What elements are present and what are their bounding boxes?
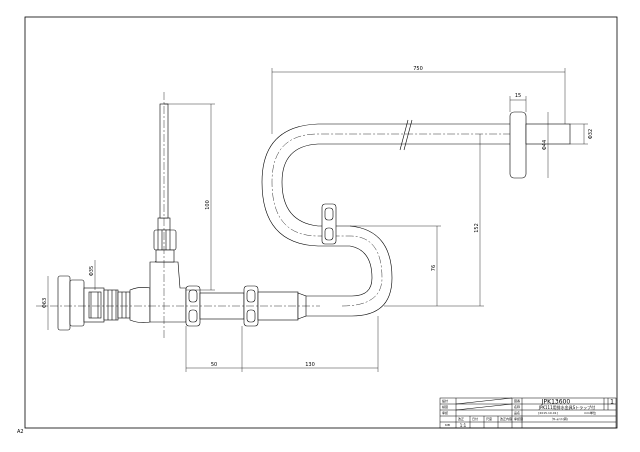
tb-label-unit: mm単位 — [584, 410, 596, 415]
dimension-lines — [47, 68, 588, 372]
dim-32: Φ32 — [588, 129, 594, 139]
tb-label-approve: 承認 — [442, 410, 448, 415]
tb-label-number: 図番 — [514, 398, 520, 403]
dim-750: 750 — [413, 66, 423, 72]
tb-sheet-number: 1 — [610, 399, 614, 406]
dim-76: 76 — [431, 265, 437, 271]
tb-label-date: 日付 — [472, 416, 478, 421]
dim-44: Φ44 — [542, 140, 548, 150]
tb-label-revision: 改正 — [458, 416, 464, 421]
dim-100: 100 — [205, 200, 211, 210]
tb-date: [2015.10.01] — [538, 411, 558, 415]
tb-label-scale: 尺度 — [486, 416, 492, 421]
dim-130: 130 — [305, 362, 315, 368]
tb-label-design: 設計 — [442, 398, 448, 403]
dim-63: Φ63 — [42, 298, 48, 308]
title-block — [439, 397, 617, 429]
s-trap-pipe — [261, 111, 571, 317]
sheet-size-label: A2 — [17, 429, 24, 435]
tb-drawing-number: JPK13600 — [541, 399, 571, 406]
dim-35: Φ35 — [89, 266, 95, 276]
tb-finish: ｸﾛｰﾑﾒｯｷ(銅) — [552, 416, 568, 421]
sheet-border — [24, 16, 618, 429]
valve-assembly — [36, 92, 320, 340]
dim-50: 50 — [211, 362, 217, 368]
tb-label-b: 承認図 — [514, 416, 523, 421]
tb-label-logo: KIB — [445, 423, 450, 427]
tb-label-a: 品名 — [514, 410, 520, 415]
dim-15: 15 — [515, 93, 521, 99]
tb-label-check: 検図 — [442, 404, 448, 409]
tb-label-name: 名称 — [514, 404, 520, 409]
tb-product-name: JPK111用排水金具Sトラップ付 — [538, 404, 595, 410]
dim-152: 152 — [474, 223, 480, 233]
tb-scale: 1:1 — [460, 423, 467, 428]
tb-label-c: 改正内容 — [500, 416, 512, 421]
